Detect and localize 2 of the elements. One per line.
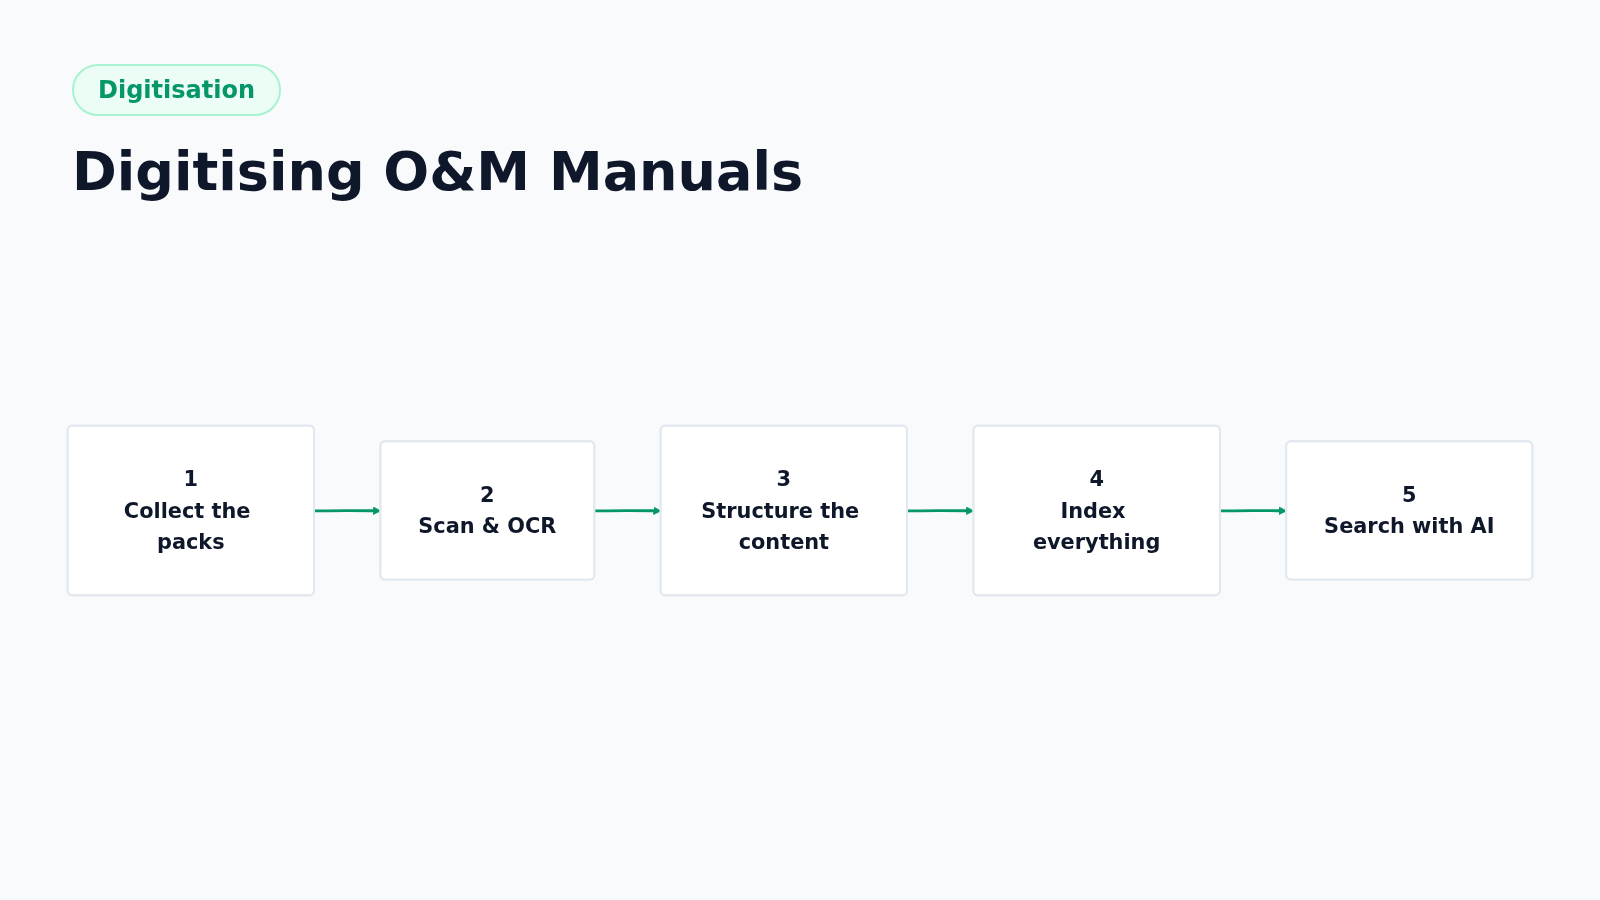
category-tag: Digitisation — [72, 64, 281, 116]
diagram-title: Digitising O&M Manuals — [72, 140, 804, 203]
